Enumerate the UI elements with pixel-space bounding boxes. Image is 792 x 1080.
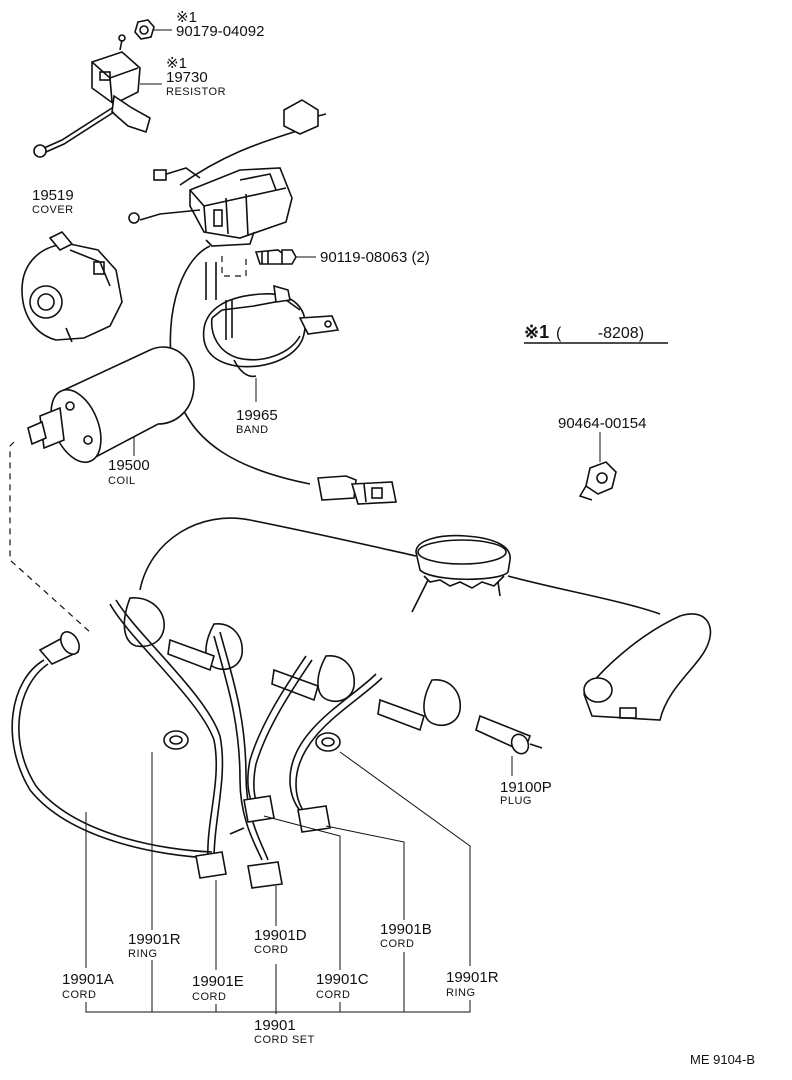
note-mark: ※1: [524, 322, 549, 342]
bolt-part: [221, 249, 316, 277]
footer-code: ME 9104-B: [690, 1052, 755, 1067]
ring-right-part-number: 19901R: [446, 969, 499, 986]
band-part: [202, 262, 340, 402]
ring-left-part-name: RING: [128, 948, 158, 960]
coil-part-number: 19500: [108, 457, 150, 474]
coil-part: [27, 346, 195, 463]
resistor-mark: ※1: [166, 55, 187, 72]
coil-lead-dashed: [9, 441, 91, 633]
cord-d-part-number: 19901D: [254, 927, 307, 944]
cord-a-part-number: 19901A: [62, 971, 114, 988]
distributor-cap: [139, 517, 712, 721]
cord-a-part-name: CORD: [62, 989, 96, 1001]
band-part-name: BAND: [236, 424, 269, 436]
cord-c-part-name: CORD: [316, 989, 350, 1001]
coil-part-name: COIL: [108, 475, 136, 487]
cordset-part-name: CORD SET: [254, 1034, 315, 1046]
leader-lines: [85, 751, 471, 1014]
band-part-number: 19965: [236, 407, 278, 424]
cord-b-part-name: CORD: [380, 938, 414, 950]
clip-part-number: 90464-00154: [558, 415, 646, 432]
clip-part: [578, 432, 617, 501]
cover-part: [21, 231, 123, 343]
note-range: ( -8208): [556, 325, 644, 342]
plug-part-name: PLUG: [500, 795, 532, 807]
igniter-part: [128, 99, 327, 247]
cover-part-number: 19519: [32, 187, 74, 204]
cord-c-part-number: 19901C: [316, 971, 369, 988]
cord-e-part-name: CORD: [192, 991, 226, 1003]
resistor-part-number: 19730: [166, 69, 208, 86]
cord-set: [11, 597, 543, 889]
cord-e-part-number: 19901E: [192, 973, 244, 990]
nut-mark: ※1: [176, 9, 197, 26]
plug-part-number: 19100P: [500, 779, 552, 796]
cord-d-part-name: CORD: [254, 944, 288, 956]
ring-left-part-number: 19901R: [128, 931, 181, 948]
cordset-part-number: 19901: [254, 1017, 296, 1034]
cord-b-part-number: 19901B: [380, 921, 432, 938]
cover-part-name: COVER: [32, 204, 74, 216]
bolt-part-number: 90119-08063 (2): [320, 249, 430, 266]
resistor-part: [33, 34, 162, 158]
ring-right-part-name: RING: [446, 987, 476, 999]
sensor-wire: [169, 245, 397, 505]
nut-part: [134, 19, 172, 40]
resistor-part-name: RESISTOR: [166, 86, 226, 98]
nut-part-number: 90179-04092: [176, 23, 264, 40]
